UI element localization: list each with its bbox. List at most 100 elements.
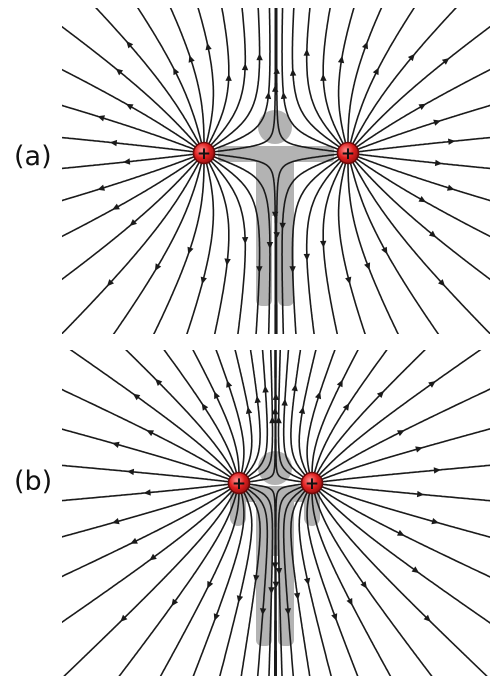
field-line — [234, 350, 253, 477]
field-line — [159, 490, 240, 676]
field-arrow — [448, 138, 456, 145]
field-arrow — [336, 379, 343, 388]
field-line — [318, 388, 490, 479]
field-line — [315, 489, 488, 676]
field-line — [319, 485, 490, 538]
field-arrow — [433, 119, 441, 126]
field-arrow — [381, 246, 388, 255]
field-arrow — [342, 403, 350, 411]
field-line — [125, 350, 236, 477]
field-arrow — [272, 392, 280, 400]
field-arrow — [345, 276, 352, 285]
field-arrow — [423, 614, 431, 622]
field-arrow — [397, 529, 405, 536]
field-arrow — [438, 279, 446, 287]
field-arrow — [441, 58, 450, 65]
field-line — [337, 160, 366, 334]
field-line — [318, 487, 490, 578]
field-line — [62, 158, 200, 281]
field-arrow — [264, 91, 272, 100]
field-line — [215, 350, 245, 476]
field-line — [62, 488, 235, 624]
field-line — [305, 8, 344, 148]
field-line — [349, 160, 440, 334]
field-arrow — [411, 566, 420, 574]
field-arrow — [171, 598, 179, 607]
field-line — [282, 487, 306, 676]
field-arrow — [431, 518, 439, 525]
field-arrow — [201, 403, 209, 411]
field-arrow — [416, 490, 425, 498]
field-arrow — [207, 580, 214, 589]
figure-leg-left-a — [256, 206, 272, 306]
field-line — [316, 350, 482, 478]
field-line — [298, 489, 332, 676]
field-arrow — [415, 446, 423, 453]
field-arrow — [273, 66, 280, 74]
field-arrow — [109, 139, 118, 147]
field-arrow — [200, 276, 207, 285]
field-line — [245, 350, 269, 479]
field-arrow — [280, 91, 288, 100]
field-line — [246, 350, 274, 481]
field-arrow — [273, 232, 280, 240]
field-arrow — [245, 406, 253, 414]
field-line — [62, 68, 198, 149]
field-arrow — [241, 237, 249, 245]
field-arrow — [428, 381, 436, 388]
field-line — [319, 483, 490, 502]
field-arrow — [120, 614, 128, 622]
field-arrow — [428, 230, 437, 238]
charge-circle — [300, 471, 324, 495]
figure-leg-right-b — [278, 546, 294, 646]
field-line — [355, 104, 490, 151]
field-line — [306, 490, 359, 676]
panel-b: ++ (b) — [14, 350, 490, 676]
field-line — [62, 25, 200, 148]
field-arrow — [447, 184, 455, 191]
field-line — [62, 155, 197, 202]
field-arrow — [256, 53, 263, 61]
field-arrow — [125, 103, 134, 110]
field-line — [291, 157, 342, 334]
field-arrow — [362, 41, 368, 50]
field-line — [351, 8, 457, 147]
field-line — [207, 8, 230, 147]
field-arrow — [126, 41, 134, 49]
field-arrow — [272, 581, 280, 589]
positive-charge: + — [192, 141, 216, 165]
field-arrow — [115, 68, 124, 76]
field-arrow — [303, 253, 310, 261]
field-arrow — [268, 587, 275, 595]
field-arrow — [337, 55, 345, 64]
field-line — [197, 8, 215, 146]
field-arrow — [154, 263, 162, 271]
field-arrow — [126, 468, 135, 476]
field-arrow — [214, 391, 220, 400]
field-arrow — [143, 489, 151, 496]
field-line — [316, 488, 490, 624]
field-line — [319, 464, 490, 483]
field-line — [290, 350, 308, 478]
field-line — [306, 350, 336, 476]
field-arrow — [266, 242, 274, 249]
field-arrow — [173, 67, 180, 76]
field-arrow — [320, 240, 327, 248]
field-line — [240, 488, 261, 676]
figure-arms-b — [230, 486, 320, 502]
field-arrow — [224, 258, 231, 266]
field-line — [277, 350, 305, 481]
field-line — [62, 104, 197, 151]
field-arrow — [315, 391, 322, 400]
field-line — [62, 483, 232, 502]
field-line — [208, 158, 247, 334]
field-line — [95, 8, 201, 147]
figure-head-a — [258, 110, 292, 144]
field-arrow — [155, 378, 163, 386]
field-line — [245, 487, 269, 676]
field-arrow — [397, 430, 405, 437]
field-arrow — [256, 266, 263, 274]
charge-circle — [336, 141, 360, 165]
field-line — [313, 490, 433, 676]
field-line — [352, 25, 490, 148]
